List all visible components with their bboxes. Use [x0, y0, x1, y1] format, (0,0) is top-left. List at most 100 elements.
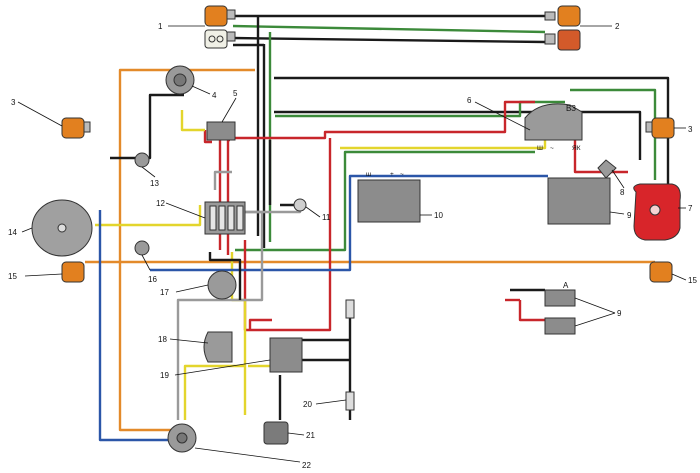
callout-8: 8 [620, 188, 625, 197]
bulb-1a [208, 35, 216, 43]
wire-gray-c [213, 170, 232, 190]
switch-19 [269, 337, 303, 373]
callout-9-bottom: 9 [617, 309, 622, 318]
dimmer-16 [134, 240, 150, 256]
turn-lamp-right-3 [645, 117, 675, 139]
fuse-20-bottom [345, 391, 355, 411]
wire-red-relay [518, 300, 545, 322]
terminal-sh: Ш [537, 145, 543, 152]
wire-red-switch [248, 318, 272, 330]
relay-5 [206, 121, 236, 141]
wire-green-low [235, 150, 535, 252]
plug-3-left [83, 121, 91, 133]
neutral-lamp-11 [293, 198, 307, 212]
callout-16: 16 [148, 275, 157, 284]
fuse-12c [227, 205, 235, 231]
terminal-reg-sh: ш [366, 171, 371, 178]
wire-black-mid [110, 93, 184, 160]
stop-lamp-7 [633, 183, 681, 241]
wire-black-lower [208, 252, 242, 300]
component-2 [544, 5, 581, 51]
switch-13 [134, 152, 150, 168]
wire-yellow-low [183, 364, 245, 420]
plug-2a [544, 11, 556, 21]
wire-black-upper2 [274, 110, 642, 160]
stop-lamp-7-bulb [649, 204, 661, 216]
component-1 [204, 5, 236, 49]
magneto-22 [167, 423, 197, 453]
callout-18: 18 [158, 335, 167, 344]
ignition-coil-21 [263, 421, 289, 445]
battery-10 [357, 179, 421, 223]
wire-yellow-gen [340, 140, 547, 150]
wire-blue-a [98, 210, 175, 442]
lamp-15-right [649, 261, 673, 283]
callout-21: 21 [306, 431, 315, 440]
turn-lamp-left-3 [61, 117, 91, 139]
headlight-14 [31, 199, 93, 257]
callout-2: 2 [615, 22, 620, 31]
ignition-switch-17 [207, 270, 237, 300]
generator-6 [524, 103, 583, 141]
relay-detail-bottom [544, 317, 576, 335]
plug-2b [544, 33, 556, 45]
callout-19: 19 [160, 371, 169, 380]
terminal-relay-a: А [563, 281, 569, 290]
horn-4 [165, 65, 195, 95]
terminal-yak: ЯК [572, 145, 581, 152]
lamp-2-top [557, 5, 581, 27]
wire-green-top [232, 24, 546, 34]
fuse-12a [209, 205, 217, 231]
side-lamp-left-15 [61, 261, 85, 283]
callout-13: 13 [150, 179, 159, 188]
plug-1b [226, 31, 236, 42]
callout-5: 5 [233, 89, 238, 98]
callout-4: 4 [212, 91, 217, 100]
fuse-box-12 [204, 201, 246, 235]
callout-11: 11 [322, 213, 331, 222]
callout-14: 14 [8, 228, 17, 237]
plug-1a [226, 9, 236, 20]
terminal-labels: ВЗ Ш ~ ЯК ш + ~ А [366, 104, 581, 290]
wire-yellow-a [180, 110, 205, 132]
relay-detail-9 [544, 289, 576, 335]
wire-blue-b [150, 174, 548, 272]
terminal-tilde: ~ [550, 145, 554, 152]
lamp-3-right [651, 117, 675, 139]
wire-green-long [275, 100, 565, 118]
callouts: 1 2 3 3 4 5 6 7 8 9 9 10 11 12 13 14 15 … [8, 22, 697, 470]
fuse-20 [345, 299, 355, 411]
fuse-12b [218, 205, 226, 231]
lamp-1-bottom [204, 29, 228, 49]
callout-1: 1 [158, 22, 163, 31]
callout-7: 7 [688, 204, 693, 213]
relay-detail-top [544, 289, 576, 307]
lamp-2-bottom [557, 29, 581, 51]
headlight-14-bulb [57, 223, 67, 233]
callout-3-left: 3 [11, 98, 16, 107]
wire-red-gen2 [226, 138, 230, 255]
callout-15-right: 15 [688, 276, 697, 285]
wire-yellow-c [230, 252, 247, 415]
callout-17: 17 [160, 288, 169, 297]
fuse-20-top [345, 299, 355, 319]
leader-lines [17, 25, 687, 463]
fuse-12d [236, 205, 244, 231]
lamp-1-top [204, 5, 228, 27]
coil-18 [203, 331, 233, 363]
wire-black-top2 [232, 36, 546, 44]
lamp-15-left [61, 261, 85, 283]
horn-4-center [173, 73, 187, 87]
wire-green-right [570, 88, 657, 180]
stop-switch-8 [597, 159, 617, 179]
callout-9-top: 9 [627, 211, 632, 220]
wires [85, 14, 670, 442]
side-lamp-right-15 [649, 261, 673, 283]
callout-22: 22 [302, 461, 311, 470]
lamp-3-left [61, 117, 85, 139]
wire-black-upper [274, 76, 670, 185]
wire-red-low [243, 138, 332, 332]
callout-3-right: 3 [688, 125, 693, 134]
wire-yellow-b [95, 205, 202, 227]
